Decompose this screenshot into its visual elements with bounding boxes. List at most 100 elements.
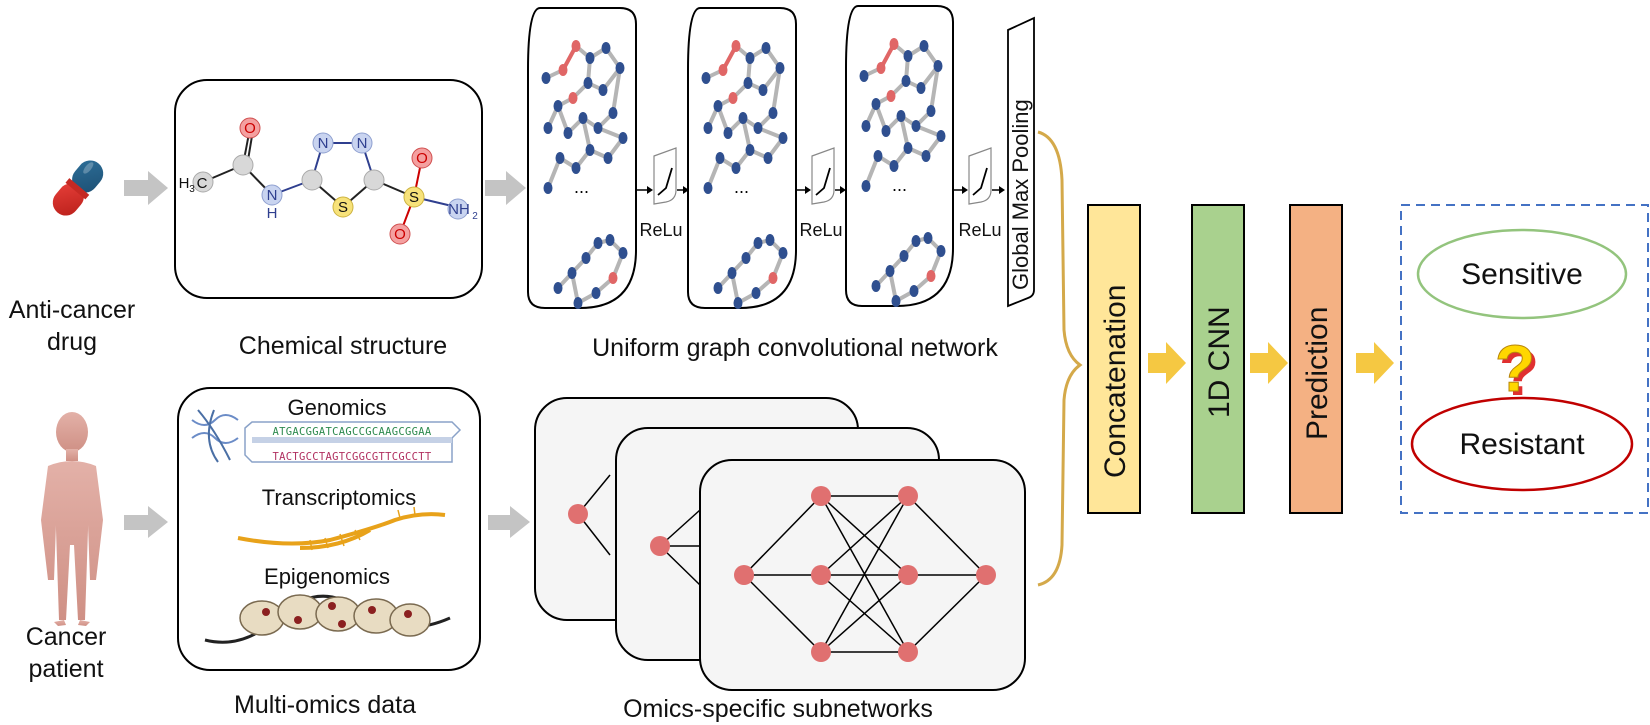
gcn-node — [778, 132, 788, 144]
prediction-block: Prediction — [1289, 204, 1343, 514]
gcn-node — [881, 125, 891, 137]
gcn-node — [555, 152, 565, 164]
gcn-node — [763, 152, 773, 164]
gcn-node — [728, 92, 738, 104]
atom-h3c-h: H — [179, 175, 190, 192]
chemical-structure-panel: H 3 C O N H N N S S O O NH 2 — [174, 79, 483, 299]
gcn-node — [553, 282, 563, 294]
gcn-node — [701, 72, 711, 84]
drug-label-line1: Anti-cancer — [9, 296, 135, 324]
atom-h-amide: H — [267, 205, 278, 222]
gcn-node — [543, 122, 553, 134]
patient-label-line2: patient — [28, 655, 103, 683]
gcn-node — [743, 77, 753, 89]
gcn-node — [601, 42, 611, 54]
transcriptomics-label: Transcriptomics — [262, 485, 416, 510]
prediction-label: Prediction — [1301, 307, 1334, 440]
gcn-node — [911, 120, 921, 132]
arrow-cnn-to-prediction — [1250, 342, 1288, 384]
molecule-atoms — [192, 117, 469, 245]
gcn-node — [889, 160, 899, 172]
resistant-label: Resistant — [1459, 428, 1585, 461]
gcn-node — [731, 162, 741, 174]
gcn-caption: Uniform graph convolutional network — [592, 334, 998, 362]
multi-omics-panel: Genomics ATGACGGATCAGCCGCAAGCGGAA TACTGC… — [177, 387, 481, 671]
concatenation-block: Concatenation — [1087, 204, 1141, 514]
gcn-node — [593, 122, 603, 134]
concatenation-label: Concatenation — [1099, 285, 1132, 478]
gcn-node — [593, 237, 603, 249]
gcn-node — [723, 127, 733, 139]
gcn-node — [903, 50, 913, 62]
gcn-edge — [929, 64, 940, 113]
gcn-node — [591, 287, 601, 299]
gcn-node — [713, 282, 723, 294]
atom-s-ring: S — [338, 199, 348, 216]
gcn-ellipsis: ... — [892, 175, 907, 195]
relu-label-1: ReLu — [639, 220, 682, 240]
gcn-node — [745, 144, 755, 156]
gcn-node — [618, 132, 628, 144]
gcn-node — [727, 267, 737, 279]
relu-label-3: ReLu — [958, 220, 1001, 240]
gcn-node — [563, 127, 573, 139]
gcn-node — [761, 42, 771, 54]
gcn-node — [936, 245, 946, 257]
gcn-node — [715, 152, 725, 164]
genomics-label: Genomics — [287, 395, 386, 420]
atom-n-ring-1: N — [318, 135, 329, 152]
gcn-node — [933, 60, 943, 72]
atom-s-sulfonyl: S — [409, 189, 419, 206]
gcn-node — [896, 110, 906, 122]
gcn-node — [871, 98, 881, 110]
atom-o-sulfonyl-top: O — [416, 150, 428, 167]
gcn-node — [899, 250, 909, 262]
gcn-edge — [771, 66, 782, 115]
gcn-node — [876, 62, 886, 74]
gcn-graph-panel-2: ... — [687, 7, 797, 309]
gcn-node — [585, 144, 595, 156]
atom-h3c-sub: 3 — [189, 184, 195, 195]
gcn-node — [926, 270, 936, 282]
gcn-node — [618, 247, 628, 259]
dna-strand-bottom: TACTGCCTAGTCGGCGTTCGCCTT — [273, 451, 432, 463]
gcn-node — [598, 84, 608, 96]
gcn-node — [571, 162, 581, 174]
gcn-node — [731, 40, 741, 52]
atom-o-sulfonyl-bottom: O — [394, 226, 406, 243]
gcn-node — [583, 77, 593, 89]
gcn-node — [921, 150, 931, 162]
gcn-node — [919, 40, 929, 52]
gcn-node — [713, 100, 723, 112]
gcn-node — [889, 38, 899, 50]
global-max-pooling-label: Global Max Pooling — [1008, 99, 1033, 290]
gcn-node — [903, 142, 913, 154]
gcn-node — [541, 72, 551, 84]
outcome-panel: Sensitive ? ? Resistant — [1400, 204, 1649, 514]
epigenomics-label: Epigenomics — [264, 564, 390, 589]
gcn-ellipsis: ... — [574, 177, 589, 197]
gcn-node — [859, 70, 869, 82]
subnetworks-caption: Omics-specific subnetworks — [623, 695, 933, 723]
chromatin-nucleosome-icon — [204, 594, 451, 644]
drug-to-structure-arrow — [124, 171, 168, 205]
gcn-node — [936, 130, 946, 142]
gcn-node — [916, 82, 926, 94]
relu-label-2: ReLu — [799, 220, 842, 240]
gcn-node — [768, 107, 778, 119]
gcn-node — [926, 105, 936, 117]
arrow-prediction-to-outcome — [1356, 342, 1394, 384]
gcn-node — [871, 280, 881, 292]
relu-block-3: ReLu — [954, 147, 1005, 240]
gcn-node — [885, 265, 895, 277]
gcn-graph-panel-3: ... — [845, 5, 954, 307]
chemical-structure-caption: Chemical structure — [239, 332, 447, 360]
gcn-node — [733, 297, 743, 309]
gcn-node — [585, 52, 595, 64]
gcn-node — [718, 64, 728, 76]
gcn-ellipsis: ... — [734, 177, 749, 197]
gcn-node — [573, 297, 583, 309]
human-body-icon — [41, 412, 103, 626]
question-mark-icon-front: ? — [1495, 331, 1535, 405]
atom-o-carbonyl: O — [244, 120, 256, 137]
